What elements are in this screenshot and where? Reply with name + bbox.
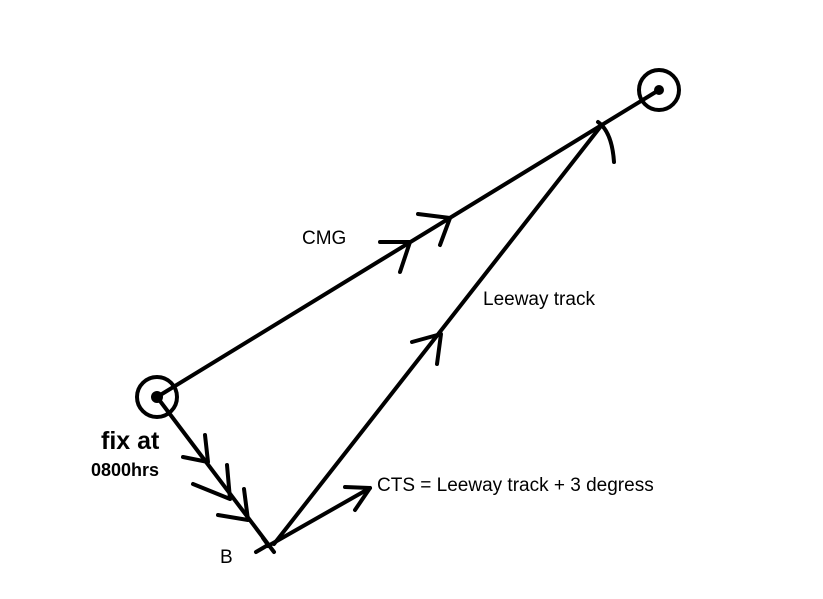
cmg-arrow-single — [378, 240, 412, 274]
tidal-stream-line — [155, 395, 276, 554]
tidal-stream-arrow-4 — [254, 536, 270, 554]
fix-label: fix at — [101, 427, 160, 455]
fix-time-label: 0800hrs — [91, 460, 160, 480]
leeway-track-label: Leeway track — [483, 289, 595, 310]
point-b-label: B — [220, 547, 233, 568]
tidal-stream-arrow-1 — [181, 433, 210, 464]
cts-label: CTS = Leeway track + 3 degress — [377, 475, 654, 496]
tidal-stream-arrow-2 — [191, 463, 232, 501]
cts-line — [266, 486, 372, 548]
cmg-label: CMG — [302, 228, 347, 249]
cmg-arrow-double — [416, 212, 452, 247]
cts-arrow — [343, 485, 372, 512]
tidal-stream-arrow-3 — [216, 487, 250, 522]
leeway-track-end-arc — [596, 120, 616, 164]
leeway-track-arrow — [410, 332, 443, 366]
